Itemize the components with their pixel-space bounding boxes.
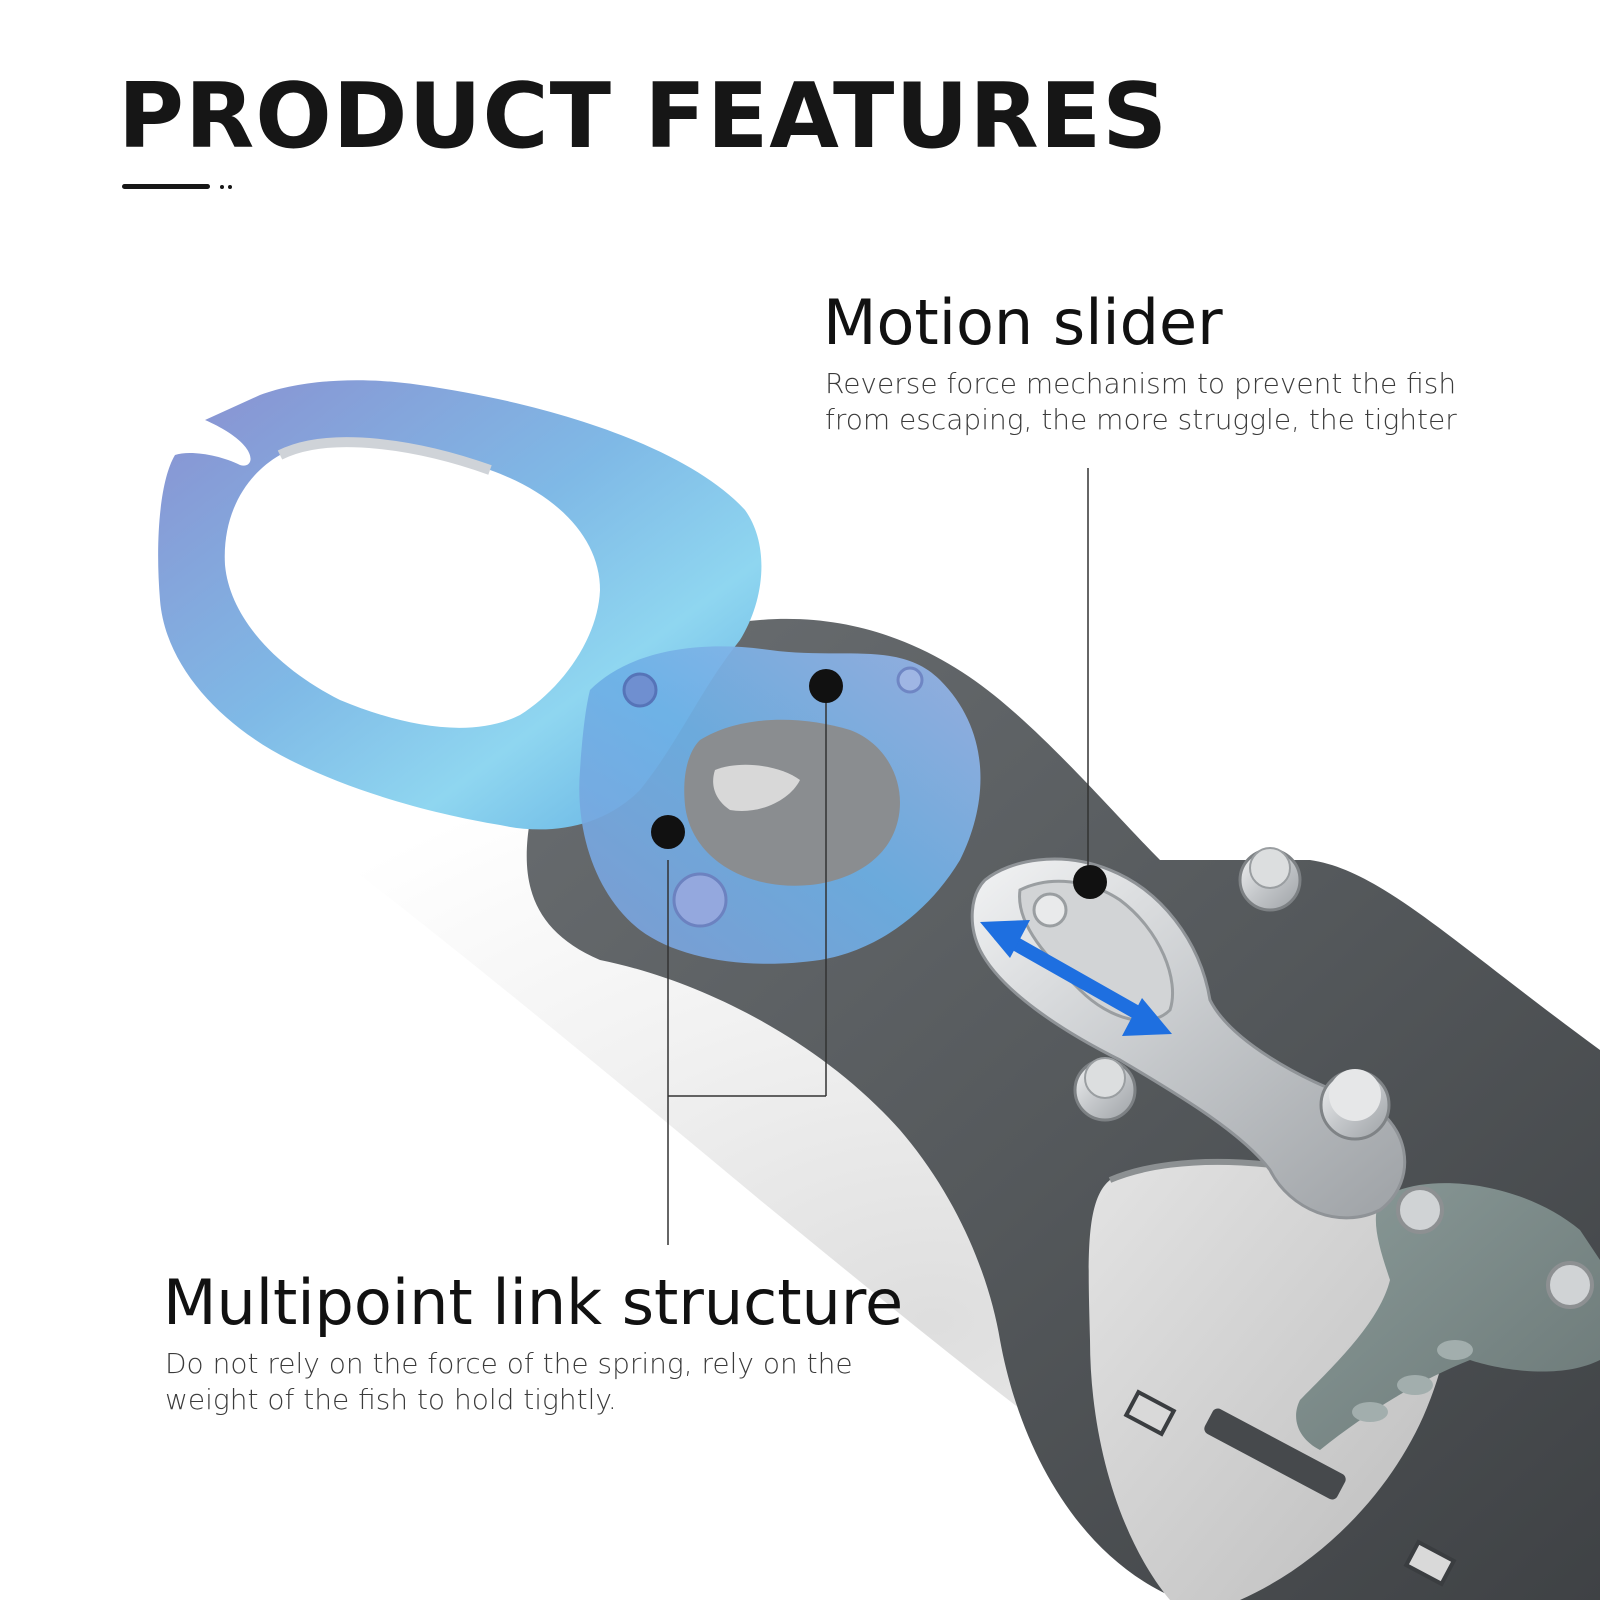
title-dot [228, 185, 232, 189]
feature-description-multipoint-link: Do not rely on the force of the spring, … [165, 1346, 853, 1418]
title-dot [220, 185, 224, 189]
description-line: Do not rely on the force of the spring, … [165, 1347, 853, 1380]
lower-jaw-link [579, 646, 981, 964]
feature-description-motion-slider: Reverse force mechanism to prevent the f… [825, 366, 1457, 438]
description-line: weight of the fish to hold tightly. [165, 1383, 617, 1416]
feature-title-motion-slider: Motion slider [823, 286, 1223, 359]
double-arrow-icon [980, 920, 1172, 1036]
callout-lines [667, 468, 1089, 1245]
description-line: from escaping, the more struggle, the ti… [825, 403, 1457, 436]
title-underline [122, 184, 210, 189]
dot-marker-icon [651, 815, 685, 849]
dot-marker-icon [1073, 865, 1107, 899]
dot-marker-icon [809, 669, 843, 703]
description-line: Reverse force mechanism to prevent the f… [825, 367, 1457, 400]
feature-title-multipoint-link: Multipoint link structure [163, 1266, 904, 1339]
page-title: PRODUCT FEATURES [118, 64, 1169, 169]
trigger-lever [1296, 1183, 1600, 1450]
